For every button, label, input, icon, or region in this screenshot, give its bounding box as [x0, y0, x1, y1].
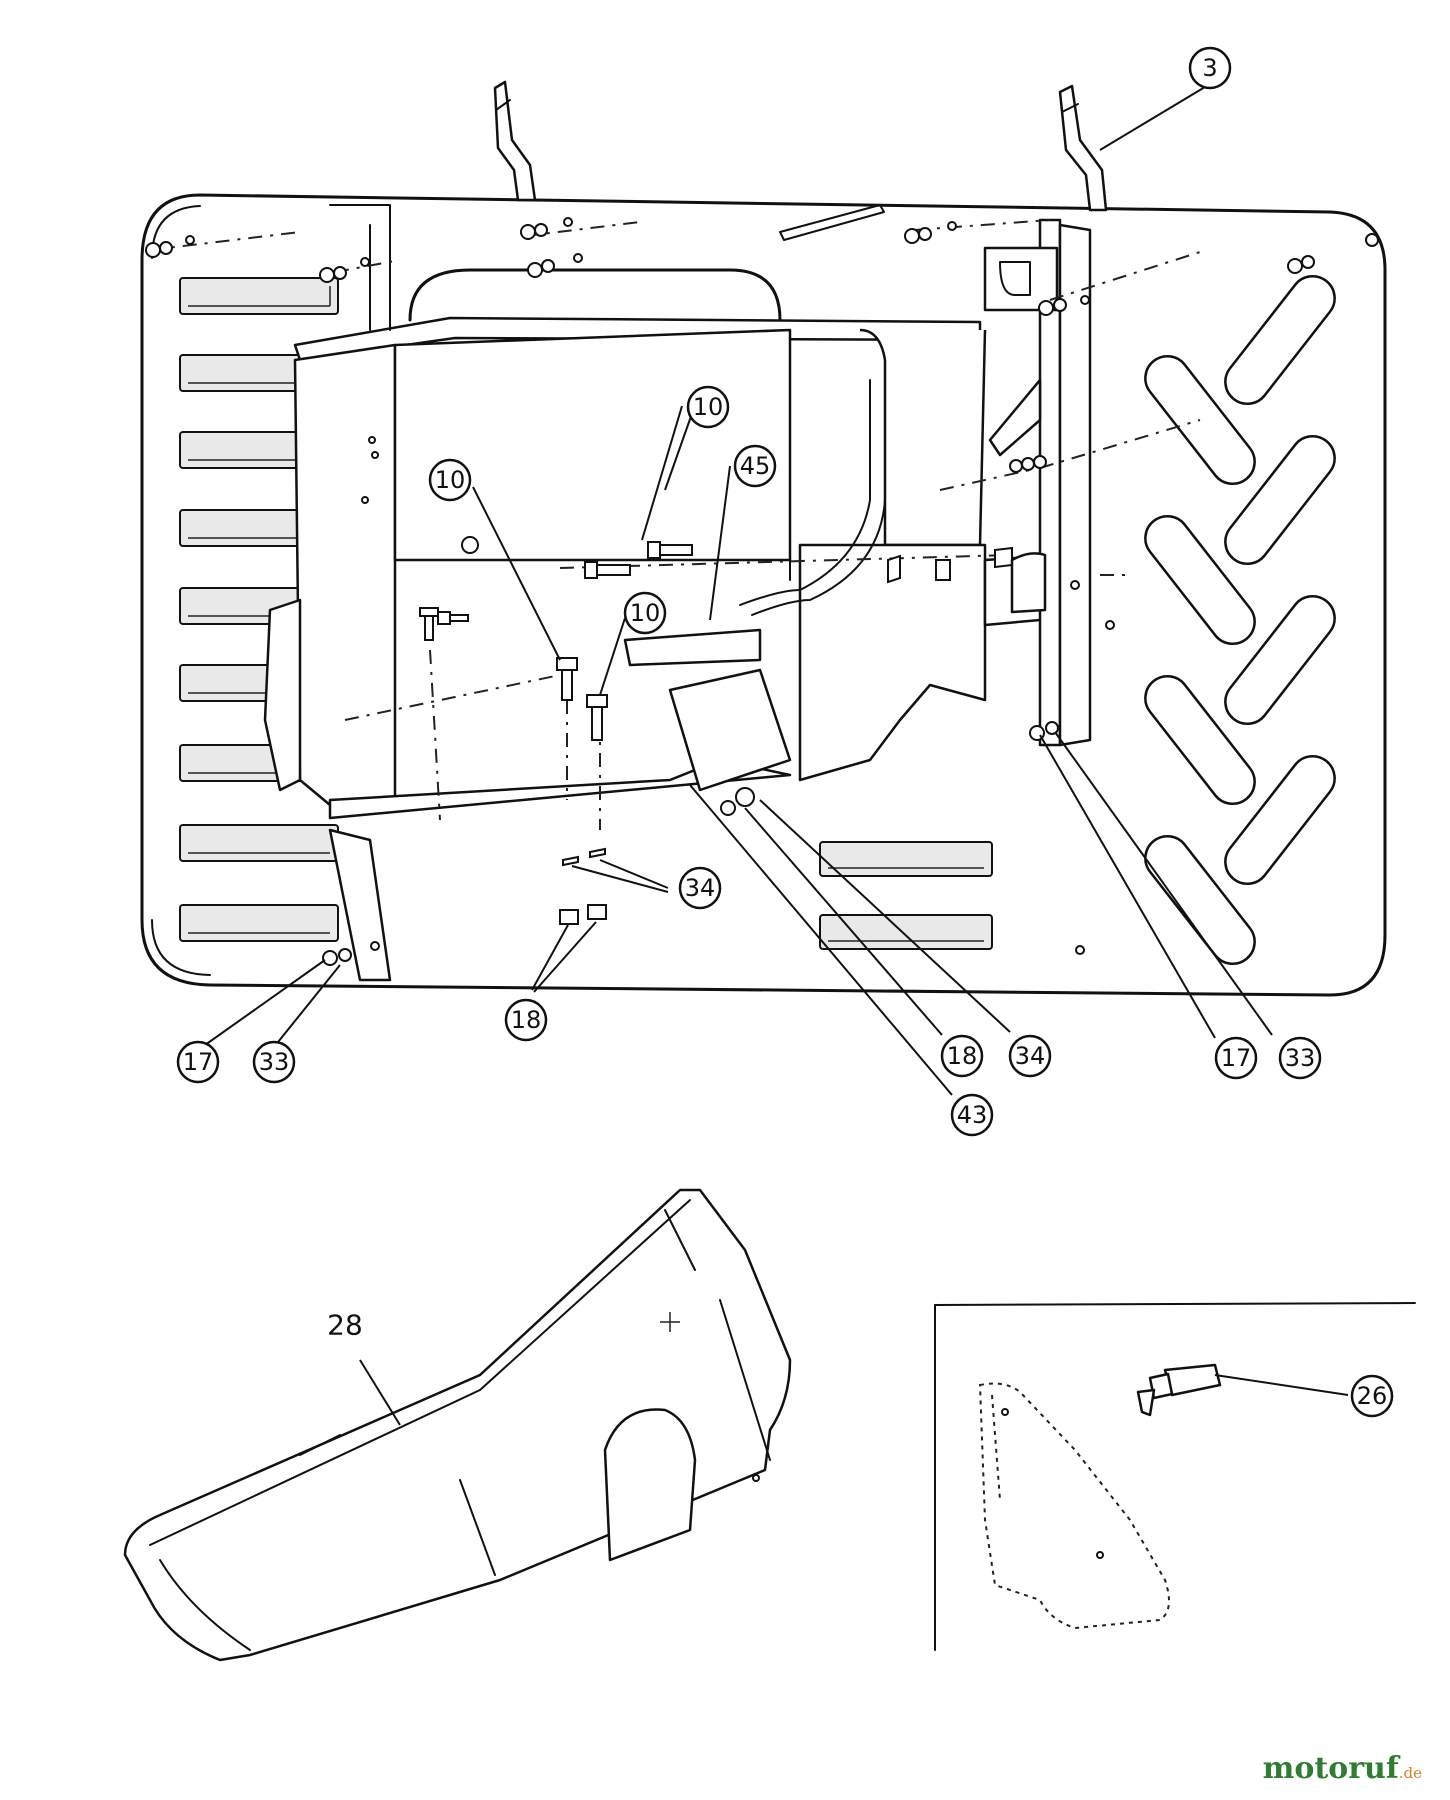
callout-33-b: 33	[1278, 1036, 1322, 1080]
center-louvres	[819, 841, 993, 950]
leader-lines	[197, 83, 1349, 1426]
callout-18-b: 18	[940, 1034, 984, 1078]
callout-10-a: 10	[686, 385, 730, 429]
svg-text:34: 34	[685, 874, 716, 902]
svg-text:17: 17	[183, 1048, 214, 1076]
callout-33-a: 33	[252, 1040, 296, 1084]
callout-34-b: 34	[1008, 1034, 1052, 1078]
watermark-logo: motoruf.de	[1263, 1751, 1422, 1786]
watermark-suffix: .de	[1398, 1764, 1422, 1782]
watermark-main: motoruf	[1262, 1751, 1399, 1786]
svg-text:3: 3	[1202, 54, 1217, 82]
svg-text:18: 18	[511, 1006, 542, 1034]
inset-box	[934, 1302, 1416, 1651]
svg-text:10: 10	[693, 393, 724, 421]
callout-10-b: 10	[428, 458, 472, 502]
toggle-switch	[1136, 1363, 1222, 1417]
levers	[493, 80, 1108, 241]
svg-text:45: 45	[740, 452, 771, 480]
svg-text:33: 33	[259, 1048, 290, 1076]
svg-text:26: 26	[1357, 1382, 1388, 1410]
callout-45: 45	[733, 444, 777, 488]
hardware	[145, 217, 1379, 966]
callout-34-a: 34	[678, 866, 722, 910]
svg-text:10: 10	[435, 466, 466, 494]
assembly-lines	[149, 219, 1201, 830]
callout-26: 26	[1350, 1374, 1394, 1418]
svg-text:33: 33	[1285, 1044, 1316, 1072]
svg-text:10: 10	[630, 599, 661, 627]
part-28-cover	[123, 1188, 792, 1662]
svg-text:18: 18	[947, 1042, 978, 1070]
callout-3: 3	[1188, 46, 1232, 90]
svg-text:28: 28	[327, 1309, 363, 1342]
svg-text:34: 34	[1015, 1042, 1046, 1070]
label-28: 28	[327, 1309, 363, 1342]
callout-17-b: 17	[1214, 1036, 1258, 1080]
svg-text:43: 43	[957, 1101, 988, 1129]
svg-text:17: 17	[1221, 1044, 1252, 1072]
callout-18-a: 18	[504, 998, 548, 1042]
callout-10-c: 10	[623, 591, 667, 635]
callout-43: 43	[950, 1093, 994, 1137]
callout-17-a: 17	[176, 1040, 220, 1084]
right-chevron-slots	[1144, 274, 1336, 966]
